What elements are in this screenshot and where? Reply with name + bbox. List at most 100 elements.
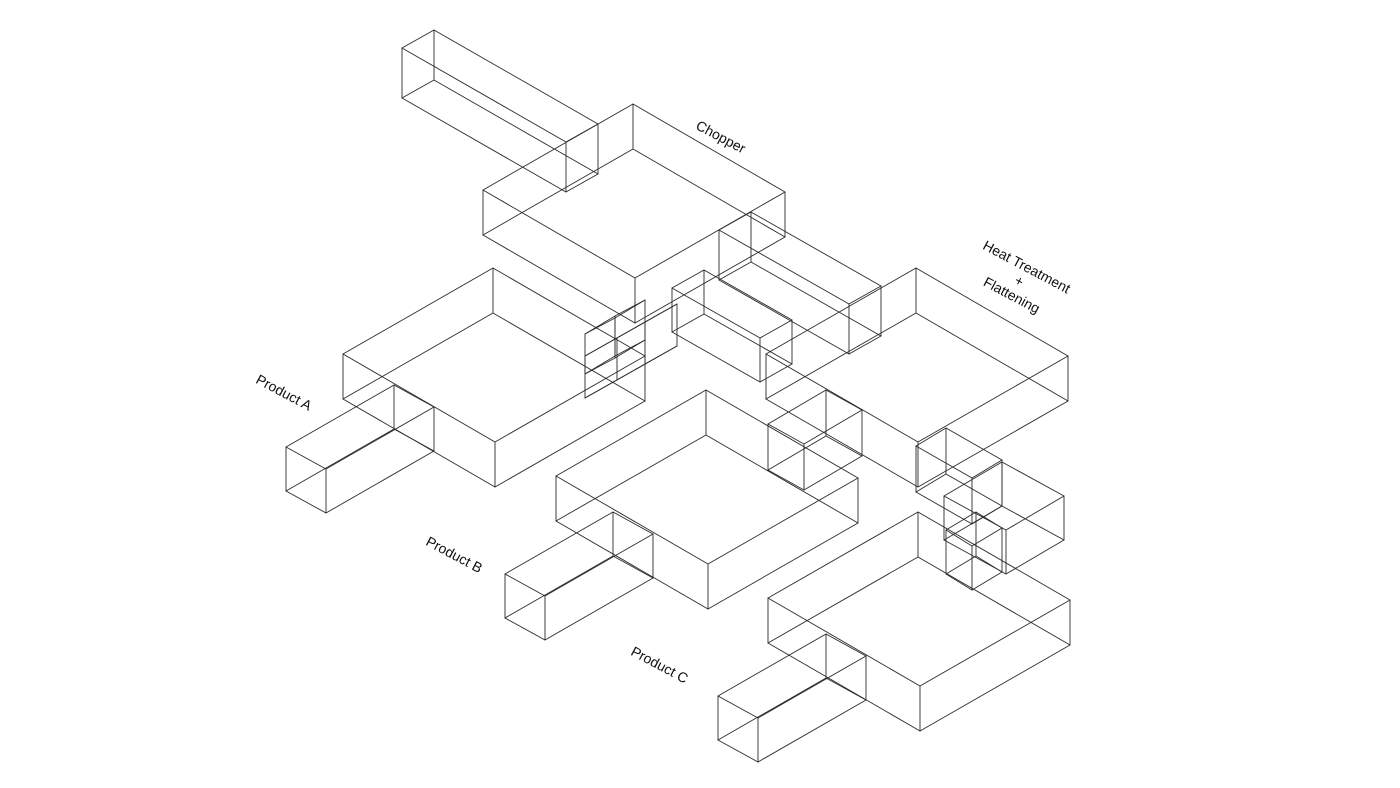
edge — [401, 29, 435, 49]
edge — [555, 520, 709, 610]
edge — [765, 398, 919, 488]
edge — [285, 428, 395, 492]
edge — [919, 599, 1071, 687]
edge — [565, 123, 599, 143]
edge — [765, 267, 917, 355]
heat-out-conveyor — [915, 427, 1003, 525]
edge — [504, 555, 614, 619]
edge — [759, 363, 793, 383]
edge — [703, 313, 793, 365]
edge — [750, 211, 882, 287]
edge — [971, 459, 1003, 479]
edge — [717, 739, 759, 763]
edge — [767, 511, 919, 599]
edge — [915, 445, 973, 479]
edge — [943, 461, 1003, 497]
edge — [433, 79, 599, 175]
edge — [825, 435, 863, 457]
edge — [919, 644, 1071, 732]
edge — [707, 522, 859, 610]
edge — [671, 269, 705, 289]
edge — [945, 473, 1003, 507]
edge — [325, 450, 435, 514]
edge — [945, 529, 973, 547]
edge — [634, 191, 786, 279]
edge — [767, 435, 827, 471]
edge — [1005, 495, 1065, 531]
edge — [401, 79, 435, 99]
edge — [945, 427, 1003, 461]
edge — [504, 511, 614, 575]
edge — [767, 556, 919, 644]
edge — [504, 617, 546, 641]
edge — [707, 477, 859, 565]
edge — [614, 339, 646, 357]
edge — [565, 173, 599, 193]
edge — [757, 655, 867, 719]
edge — [342, 353, 496, 443]
edge — [750, 261, 882, 337]
edge — [717, 633, 827, 697]
edge — [342, 267, 494, 355]
edge — [555, 434, 707, 522]
edge — [584, 363, 646, 399]
edge — [285, 446, 327, 470]
product-b-conveyor — [504, 511, 654, 641]
edge — [482, 189, 636, 279]
edge — [401, 97, 567, 193]
edge — [671, 331, 761, 383]
heat-to-c-connector — [945, 511, 1003, 591]
edge — [848, 335, 882, 355]
edge — [393, 428, 435, 452]
edge — [433, 29, 599, 125]
edge — [504, 573, 546, 597]
edge — [717, 695, 759, 719]
edge — [285, 490, 327, 514]
edge — [544, 533, 654, 597]
center-connector — [671, 269, 793, 383]
edge — [492, 312, 646, 402]
edge — [975, 511, 1003, 529]
edge — [612, 511, 654, 535]
edge — [767, 642, 921, 732]
edge — [482, 148, 634, 236]
edge — [612, 555, 654, 579]
edge — [325, 406, 435, 470]
edge — [767, 469, 805, 491]
edge — [703, 269, 793, 321]
edge — [971, 527, 1003, 547]
edge — [718, 229, 850, 305]
edge — [492, 267, 646, 357]
product-a-conveyor — [285, 384, 435, 514]
edge — [759, 319, 793, 339]
product-c-conveyor — [717, 633, 867, 763]
edge — [915, 427, 947, 447]
edge — [825, 633, 867, 657]
edge — [765, 312, 917, 400]
edge — [945, 511, 977, 531]
center-connector-2 — [584, 299, 646, 375]
product-c-platform — [767, 511, 1071, 732]
edge — [718, 261, 752, 281]
edge — [1001, 505, 1065, 541]
edge — [917, 511, 1071, 601]
edge — [401, 47, 567, 143]
edge — [671, 287, 761, 339]
edge — [544, 577, 654, 641]
edge — [915, 267, 1069, 357]
edge — [634, 236, 786, 324]
edge — [718, 279, 850, 355]
edge — [767, 423, 805, 445]
edge — [644, 345, 678, 365]
edge — [767, 389, 827, 425]
edge — [494, 355, 646, 443]
edge — [555, 389, 707, 477]
edge — [917, 400, 1069, 488]
edge — [718, 211, 752, 231]
edge — [917, 355, 1069, 443]
edge — [632, 148, 786, 238]
edge — [975, 555, 1003, 573]
edge — [848, 285, 882, 305]
edge — [971, 571, 1003, 591]
